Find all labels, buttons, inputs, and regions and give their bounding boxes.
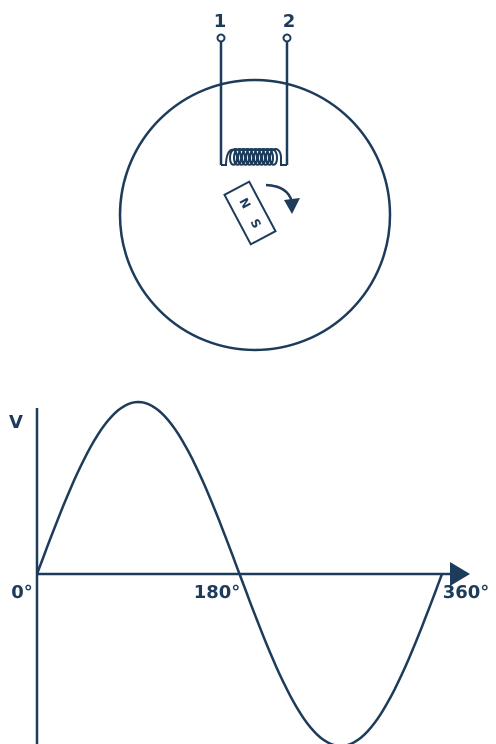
coil-winding: [221, 148, 287, 166]
bar-magnet: [223, 180, 277, 246]
generator-housing: [118, 78, 392, 352]
terminal-2: [282, 33, 292, 43]
sine-wave: [35, 400, 444, 744]
x-tick-label-180: 180°: [194, 582, 241, 603]
x-tick-label-360: 360°: [443, 582, 490, 603]
y-axis-label: V: [9, 412, 23, 433]
terminal-1: [216, 33, 226, 43]
terminal-1-label: 1: [214, 11, 227, 32]
rotation-arrow: [265, 183, 294, 203]
magnet-south-label: S: [247, 216, 263, 230]
magnet-north-label: N: [236, 196, 253, 211]
x-axis-arrowhead-icon: [450, 562, 470, 586]
x-tick-label-0: 0°: [11, 582, 33, 603]
terminal-2-label: 2: [283, 11, 296, 32]
rotation-arrowhead-icon: [284, 198, 300, 214]
